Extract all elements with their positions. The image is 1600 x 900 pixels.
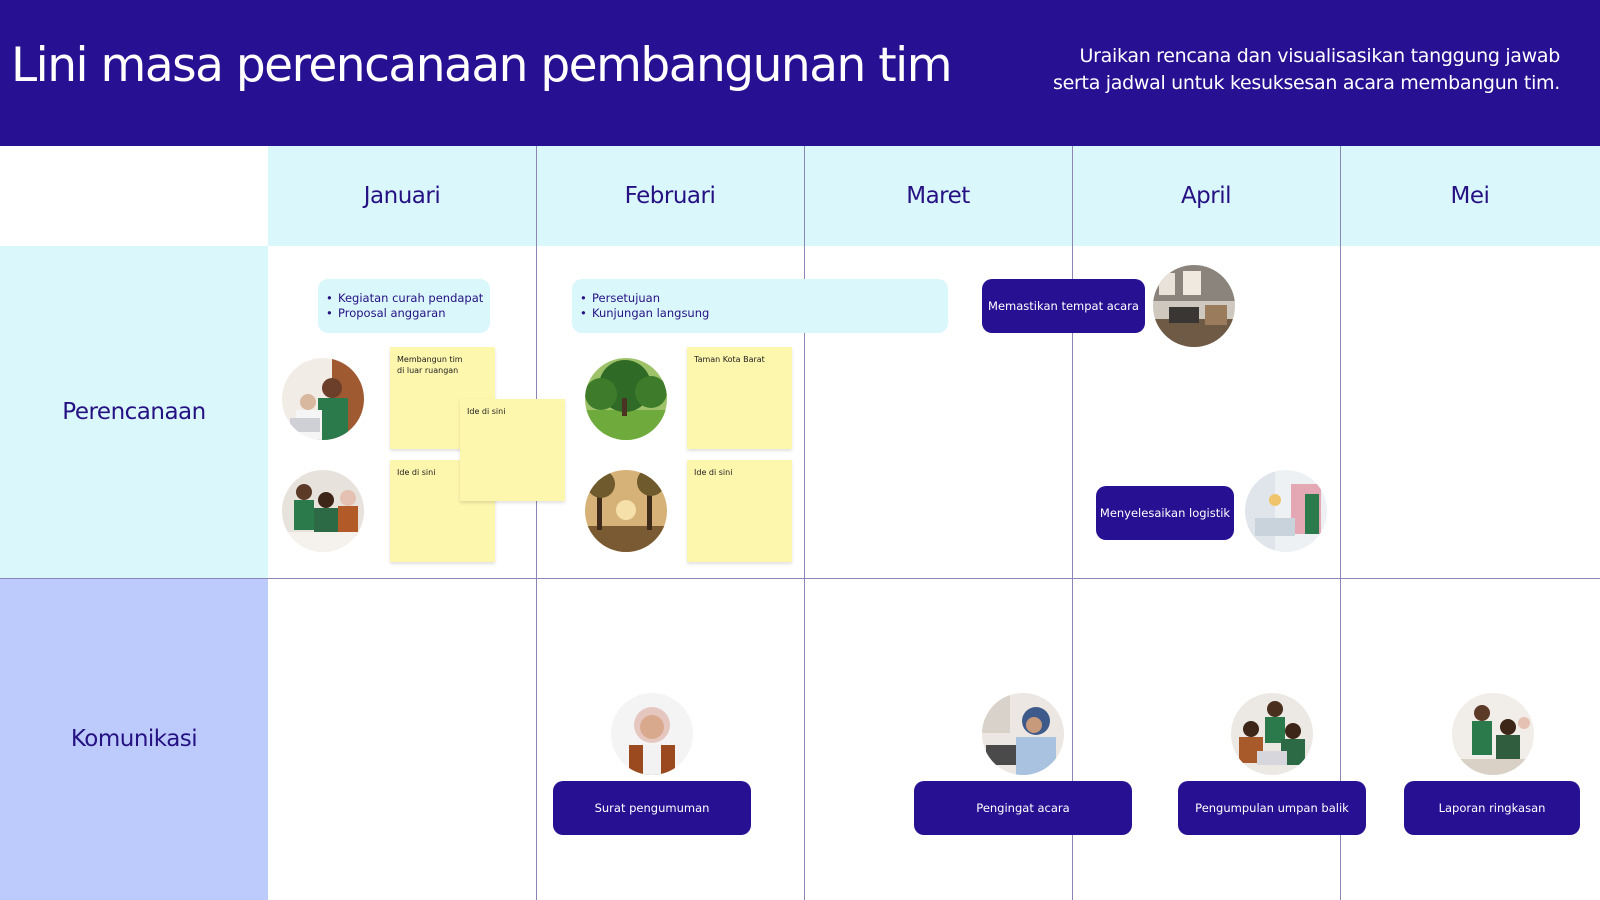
- bullet-budget: Proposal anggaran: [326, 306, 490, 321]
- sticky-note-idea-b[interactable]: Ide di sini: [460, 399, 565, 501]
- row-label-communication: Komunikasi: [0, 578, 268, 900]
- photo-laptop-logistics-icon: [1245, 470, 1327, 552]
- sticky-outdoor-line-2: di luar ruangan: [397, 366, 459, 375]
- header-banner: Lini masa perencanaan pembangunan tim Ur…: [0, 0, 1600, 146]
- bullet-brainstorm: Kegiatan curah pendapat: [326, 291, 490, 306]
- bullet-approval: Persetujuan: [580, 291, 948, 306]
- photo-park-trees-icon: [585, 358, 667, 440]
- month-february: Februari: [624, 183, 716, 209]
- feedback-collection-pill[interactable]: Pengumpulan umpan balik: [1178, 781, 1366, 835]
- month-march: Maret: [906, 183, 970, 209]
- photo-team-group-icon: [1231, 693, 1313, 775]
- january-task-bubble[interactable]: Kegiatan curah pendapat Proposal anggara…: [318, 279, 490, 333]
- grid-line-v1: [536, 146, 537, 900]
- photo-park-sunset-icon: [585, 470, 667, 552]
- logistics-task-pill[interactable]: Menyelesaikan logistik: [1096, 486, 1234, 540]
- photo-woman-desk-icon: [982, 693, 1064, 775]
- subtitle-line-1: Uraikan rencana dan visualisasikan tangg…: [1079, 45, 1561, 67]
- announcement-pill[interactable]: Surat pengumuman: [553, 781, 751, 835]
- sticky-note-park[interactable]: Taman Kota Barat: [687, 347, 792, 449]
- photo-women-laptop-icon: [282, 358, 364, 440]
- photo-woman-hijab-icon: [611, 693, 693, 775]
- grid-line-h: [0, 578, 1600, 579]
- month-header-row: [268, 146, 1600, 246]
- page-subtitle: Uraikan rencana dan visualisasikan tangg…: [1000, 43, 1560, 97]
- event-reminder-pill[interactable]: Pengingat acara: [914, 781, 1132, 835]
- sticky-note-idea-c[interactable]: Ide di sini: [687, 460, 792, 562]
- grid-line-v2: [804, 146, 805, 900]
- month-may: Mei: [1450, 183, 1490, 209]
- bullet-site-visit: Kunjungan langsung: [580, 306, 948, 321]
- month-april: April: [1180, 183, 1232, 209]
- summary-report-pill[interactable]: Laporan ringkasan: [1404, 781, 1580, 835]
- photo-venue-interior-icon: [1153, 265, 1235, 347]
- month-january: Januari: [363, 183, 441, 209]
- page-title: Lini masa perencanaan pembangunan tim: [11, 38, 953, 93]
- sticky-outdoor-line-1: Membangun tim: [397, 355, 463, 364]
- venue-task-pill[interactable]: Memastikan tempat acara: [982, 279, 1145, 333]
- photo-team-report-icon: [1452, 693, 1534, 775]
- grid-line-v4: [1340, 146, 1341, 900]
- grid-line-v3: [1072, 146, 1073, 900]
- february-task-bubble[interactable]: Persetujuan Kunjungan langsung: [572, 279, 948, 333]
- subtitle-line-2: serta jadwal untuk kesuksesan acara memb…: [1053, 72, 1560, 94]
- row-label-planning: Perencanaan: [0, 246, 268, 578]
- photo-team-meeting-icon: [282, 470, 364, 552]
